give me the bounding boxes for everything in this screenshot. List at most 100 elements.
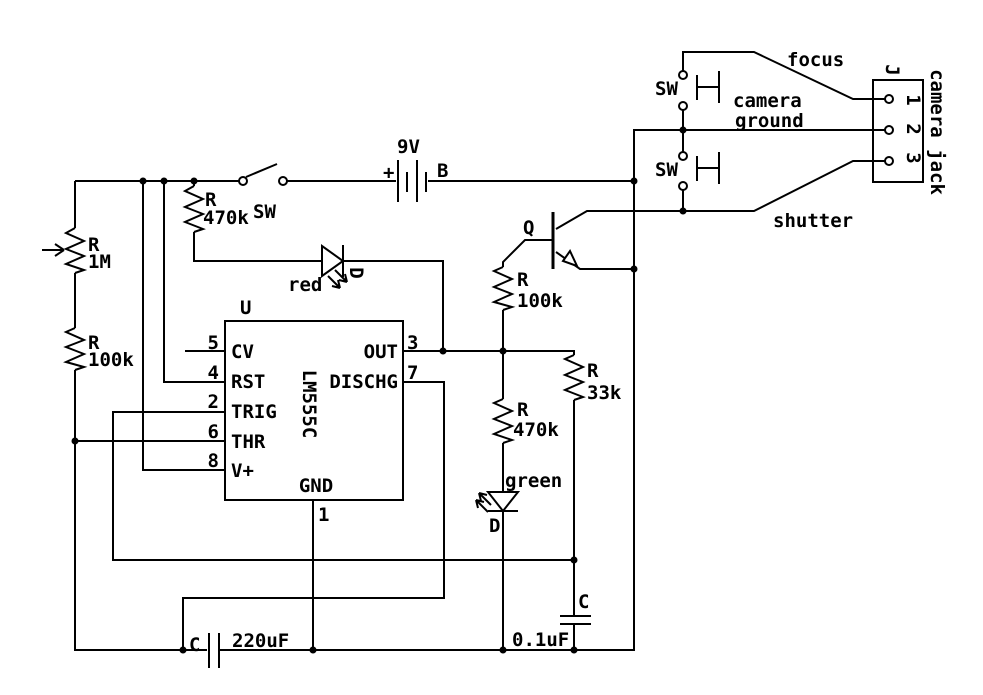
label-pot-ref: R — [88, 234, 100, 256]
label-pin-vplus: V+ — [231, 460, 254, 482]
label-jack-pin1: 1 — [902, 94, 924, 105]
button-terminal — [678, 101, 688, 111]
capacitor-plates — [208, 633, 220, 668]
label-r470k-lower-ref: R — [517, 399, 529, 421]
capacitor-01uf — [560, 615, 591, 625]
label-shutter-net: shutter — [773, 210, 853, 232]
label-ic-part: LM555C — [298, 370, 320, 439]
pushbutton-icon — [696, 152, 720, 184]
label-r100k-left-ref: R — [88, 332, 100, 354]
label-green-led-ref: D — [489, 515, 500, 537]
button-terminal — [678, 181, 688, 191]
resistor-470k-top — [182, 185, 206, 233]
jack-pin-terminal — [884, 125, 894, 135]
jack-pin-terminal — [884, 94, 894, 104]
label-red-led-ref: D — [345, 267, 367, 278]
wire-left-rail — [74, 181, 207, 651]
label-jack-title: camera jack — [926, 69, 948, 195]
resistor-33k — [562, 354, 586, 401]
label-pin2-num: 2 — [208, 391, 219, 413]
label-pin-thr: THR — [231, 431, 266, 453]
label-pin-cv: CV — [231, 341, 254, 363]
switch-lever — [245, 163, 278, 178]
wire-emitter — [555, 251, 634, 270]
red-led — [321, 244, 348, 289]
wire-ground-loop — [218, 129, 885, 651]
resistor-470k-lower — [491, 398, 516, 444]
label-c01-ref: C — [578, 591, 589, 613]
label-r470k-top-value: 470k — [203, 207, 249, 229]
label-pot-value: 1M — [88, 251, 111, 273]
label-c220-value: 220uF — [232, 630, 289, 652]
button-terminal — [678, 70, 688, 80]
wire-collector-shutter — [555, 160, 885, 230]
label-jack-ref: J — [881, 64, 903, 75]
label-pin5-num: 5 — [208, 332, 219, 354]
label-power-switch: SW — [253, 201, 276, 223]
label-shutter-button: SW — [655, 159, 678, 181]
junction-dot — [570, 556, 578, 564]
junction-dot — [439, 347, 447, 355]
wire-output-column — [502, 239, 553, 650]
label-jack-pin3: 3 — [902, 152, 924, 163]
label-pin8-num: 8 — [208, 450, 219, 472]
label-rbase-ref: R — [517, 269, 529, 291]
label-pin3-num: 3 — [407, 332, 418, 354]
junction-dot — [139, 177, 147, 185]
label-focus-net: focus — [787, 49, 844, 71]
jack-pin-terminal — [884, 156, 894, 166]
capacitor-220uf — [208, 633, 220, 668]
label-pin4-num: 4 — [208, 362, 219, 384]
label-r33k-value: 33k — [587, 382, 622, 404]
battery-plate-long — [397, 160, 418, 202]
pushbutton-icon — [696, 71, 720, 103]
label-focus-button: SW — [655, 78, 678, 100]
label-pin6-num: 6 — [208, 421, 219, 443]
focus-pushbutton — [678, 70, 720, 111]
label-r33k-ref: R — [587, 360, 599, 382]
wire-dischg-path — [182, 381, 445, 650]
junction-dot — [630, 265, 638, 273]
label-r470k-top-ref: R — [205, 189, 217, 211]
led-emission-arrows-icon — [327, 269, 348, 289]
power-switch — [238, 163, 288, 186]
label-pin7-num: 7 — [407, 362, 418, 384]
transistor-q — [551, 212, 579, 269]
junction-dots — [71, 126, 687, 654]
label-pin-dischg: DISCHG — [329, 371, 398, 393]
switch-terminal — [278, 176, 288, 186]
wire-focus — [682, 51, 885, 100]
resistor-100k-left — [63, 327, 88, 371]
label-red-led-name: red — [288, 274, 322, 296]
junction-dot — [570, 646, 578, 654]
wire-rst-branch — [163, 181, 225, 383]
battery-plate-short — [406, 172, 427, 192]
green-led — [475, 491, 521, 513]
label-ic-ref: U — [240, 297, 251, 319]
wire-vplus-branch — [142, 181, 225, 471]
label-pin-gnd: GND — [299, 475, 333, 497]
label-camera-ground-2: ground — [735, 110, 804, 132]
label-pin-out: OUT — [364, 341, 398, 363]
button-terminal — [678, 151, 688, 161]
wire-out-line — [403, 350, 575, 355]
label-pin-trig: TRIG — [231, 401, 277, 423]
label-c01-value: 0.1uF — [512, 629, 569, 651]
label-pin-rst: RST — [231, 371, 265, 393]
label-rbase-value: 100k — [517, 290, 563, 312]
junction-dot — [160, 177, 168, 185]
battery — [397, 160, 427, 202]
ic-lm555 — [224, 320, 404, 501]
junction-dot — [679, 126, 687, 134]
switch-terminal — [238, 176, 248, 186]
led-triangle — [321, 244, 345, 278]
label-transistor-ref: Q — [523, 217, 534, 239]
junction-dot — [679, 207, 687, 215]
emitter-arrow-icon — [561, 249, 579, 268]
led-emission-arrows-icon — [475, 492, 492, 513]
capacitor-plates — [560, 615, 591, 625]
junction-dot — [499, 646, 507, 654]
led-triangle — [485, 491, 521, 513]
